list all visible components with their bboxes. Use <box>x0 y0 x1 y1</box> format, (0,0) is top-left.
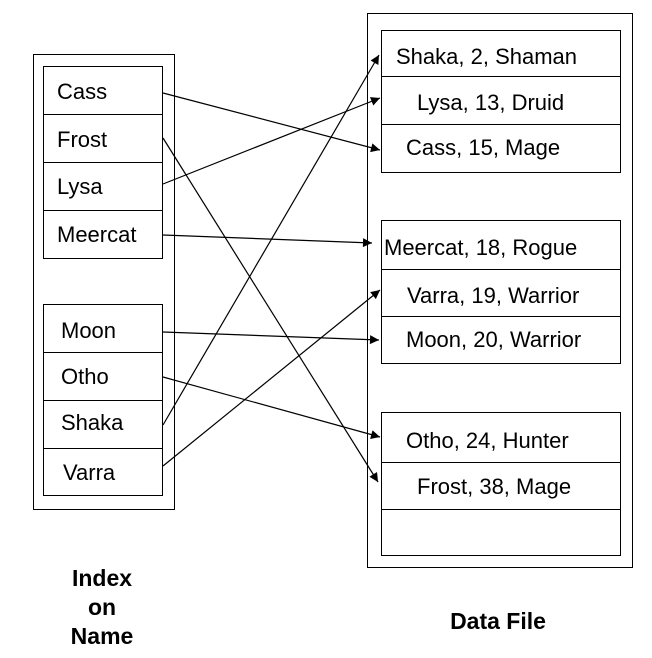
index-block-2 <box>43 304 163 496</box>
record-otho: Otho, 24, Hunter <box>406 428 569 453</box>
index-caption-line-2: on <box>87 594 117 620</box>
arrow-frost <box>162 137 379 483</box>
index-caption-line-1: Index <box>71 565 133 591</box>
data-block-3 <box>381 412 621 556</box>
index-entry-otho: Otho <box>61 364 109 389</box>
index-entry-varra: Varra <box>63 460 116 485</box>
index-entry-lysa: Lysa <box>57 174 103 199</box>
data-block-1 <box>381 30 621 173</box>
arrow-shaka <box>162 54 380 426</box>
index-container <box>33 54 175 510</box>
index-entry-shaka: Shaka <box>61 410 124 435</box>
arrow-lysa <box>162 97 381 185</box>
arrow-cass <box>162 92 381 153</box>
data-block-2 <box>381 220 621 364</box>
arrow-varra <box>162 289 381 467</box>
arrow-otho <box>162 376 381 439</box>
record-frost: Frost, 38, Mage <box>417 474 572 499</box>
data-file-caption: Data File <box>450 608 546 634</box>
record-shaka: Shaka, 2, Shaman <box>396 44 578 69</box>
data-file-container <box>367 13 633 568</box>
arrow-meercat <box>162 234 373 248</box>
arrow-moon <box>162 331 380 345</box>
record-varra: Varra, 19, Warrior <box>407 283 580 308</box>
index-entry-meercat: Meercat <box>57 222 137 247</box>
record-meercat: Meercat, 18, Rogue <box>384 235 578 260</box>
index-entry-moon: Moon <box>61 318 117 343</box>
index-caption: Index on Name <box>50 564 154 651</box>
index-block-1 <box>43 66 163 259</box>
record-cass: Cass, 15, Mage <box>406 135 561 160</box>
index-entry-cass: Cass <box>57 79 108 104</box>
record-moon: Moon, 20, Warrior <box>406 327 582 352</box>
index-entry-frost: Frost <box>57 127 108 152</box>
index-caption-line-3: Name <box>70 623 134 649</box>
record-lysa: Lysa, 13, Druid <box>417 90 565 115</box>
